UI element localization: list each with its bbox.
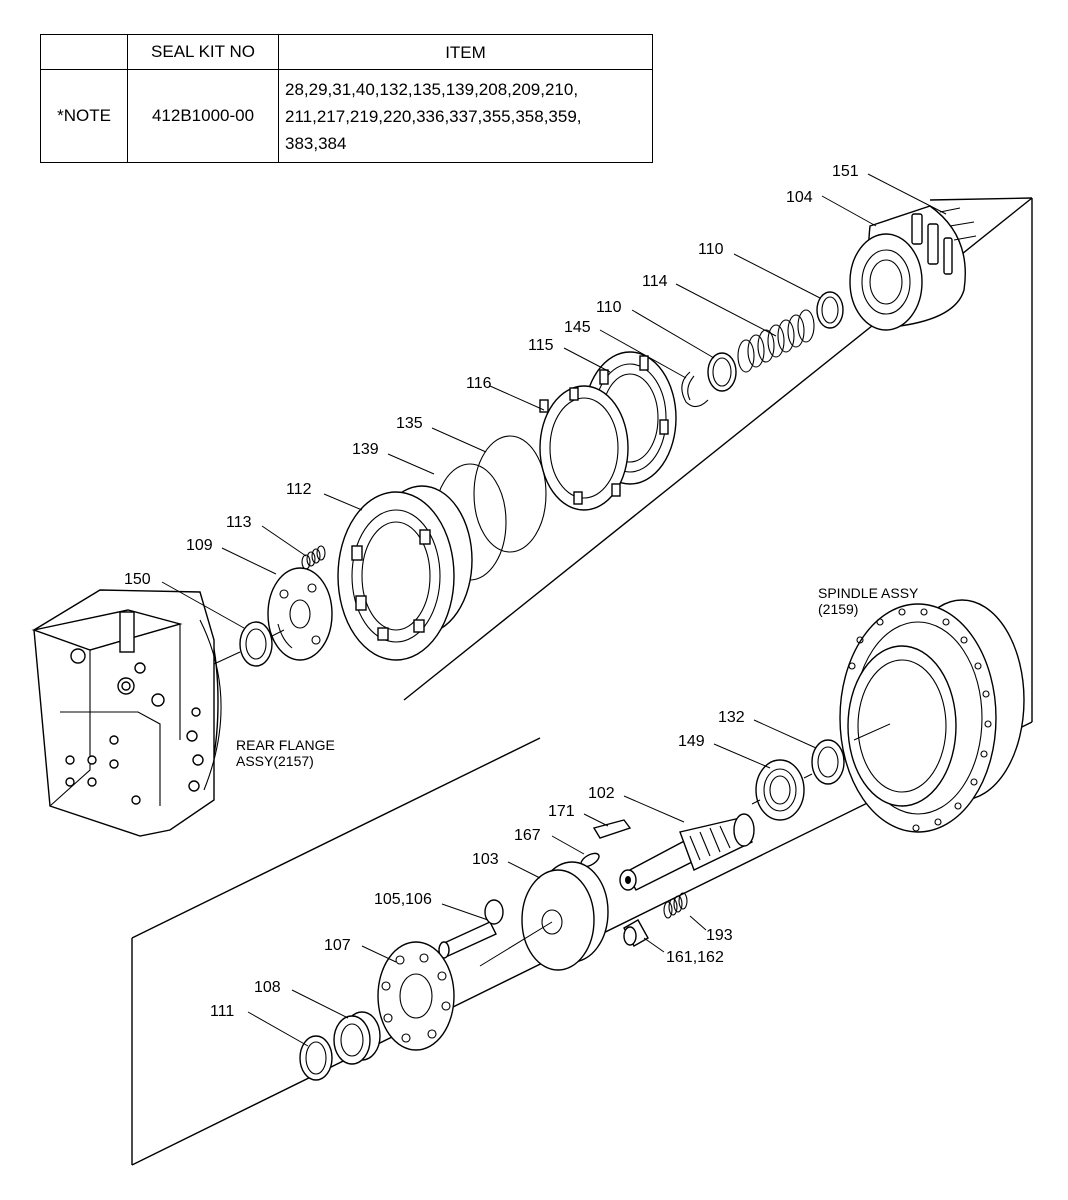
callout-leaders [161, 173, 947, 1047]
item-list-line-3: 383,384 [285, 133, 347, 153]
callout-171: 171 [548, 803, 575, 820]
callout-151: 151 [832, 163, 859, 180]
callout-132: 132 [718, 709, 745, 726]
callout-161-162: 161,162 [666, 949, 724, 966]
item-list-line-2: 211,217,219,220,336,337,355,358,359, [285, 106, 582, 126]
part-171-pin [592, 819, 632, 839]
part-149-bearing [755, 759, 805, 821]
callout-115: 115 [528, 337, 554, 354]
callout-150: 150 [124, 571, 151, 588]
callout-103: 103 [472, 851, 499, 868]
part-193-spring [663, 892, 688, 919]
part-114-spring [737, 309, 815, 373]
callout-102: 102 [588, 785, 615, 802]
callout-116: 116 [466, 375, 492, 392]
spindle-assy-label-line-2: (2159) [818, 601, 858, 617]
spindle-assembly [839, 599, 1025, 833]
spindle-assy-label-line-1: SPINDLE ASSY [818, 585, 919, 601]
item-list-cell: 28,29,31,40,132,135,139,208,209,210, 211… [278, 69, 653, 163]
rear-flange-assembly [31, 589, 222, 837]
callout-107: 107 [324, 937, 351, 954]
rear-flange-assy-label-line-1: REAR FLANGE [236, 737, 335, 753]
callout-104: 104 [786, 189, 813, 206]
callout-193: 193 [706, 927, 733, 944]
part-105-106-piston [438, 899, 553, 967]
alignment-lines [213, 629, 891, 805]
part-132-oil-seal [811, 739, 845, 785]
part-102-shaft [619, 813, 755, 891]
callout-105-106: 105,106 [374, 891, 432, 908]
seal-kit-table-row: *NOTE 412B1000-00 28,29,31,40,132,135,13… [40, 69, 653, 163]
part-112-housing [337, 485, 473, 661]
part-113-spring [301, 545, 326, 570]
part-109-valve-plate [267, 567, 333, 661]
callout-113: 113 [226, 514, 252, 531]
callout-112: 112 [286, 481, 312, 498]
part-135-o-ring [473, 435, 547, 553]
seal-kit-table: SEAL KIT NO ITEM *NOTE 412B1000-00 28,29… [40, 34, 653, 163]
part-107-retainer-plate [377, 941, 455, 1051]
item-list-line-1: 28,29,31,40,132,135,139,208,209,210, [285, 79, 579, 99]
part-108-holder [333, 1011, 381, 1065]
part-104-cylinder-block [849, 205, 977, 331]
part-111-ring [299, 1035, 333, 1081]
part-110-ring-upper [816, 291, 844, 329]
part-150-bearing [239, 621, 273, 667]
part-116-plate [539, 385, 629, 511]
callout-145: 145 [564, 319, 591, 336]
callout-110-lower: 110 [596, 299, 622, 316]
callout-110-upper: 110 [698, 241, 724, 258]
callout-108: 108 [254, 979, 281, 996]
callout-149: 149 [678, 733, 705, 750]
callout-111: 111 [210, 1003, 234, 1020]
rear-flange-assy-label-line-2: ASSY(2157) [236, 753, 314, 769]
callout-135: 135 [396, 415, 423, 432]
callout-109: 109 [186, 537, 213, 554]
part-103-swash-plate [521, 861, 609, 971]
part-110-ring-lower [707, 352, 737, 392]
callout-167: 167 [514, 827, 541, 844]
callout-139: 139 [352, 441, 379, 458]
callout-114: 114 [642, 273, 668, 290]
part-145-snap-ring [681, 371, 709, 408]
note-cell: *NOTE [40, 69, 128, 163]
part-161-162-piston [623, 919, 649, 947]
